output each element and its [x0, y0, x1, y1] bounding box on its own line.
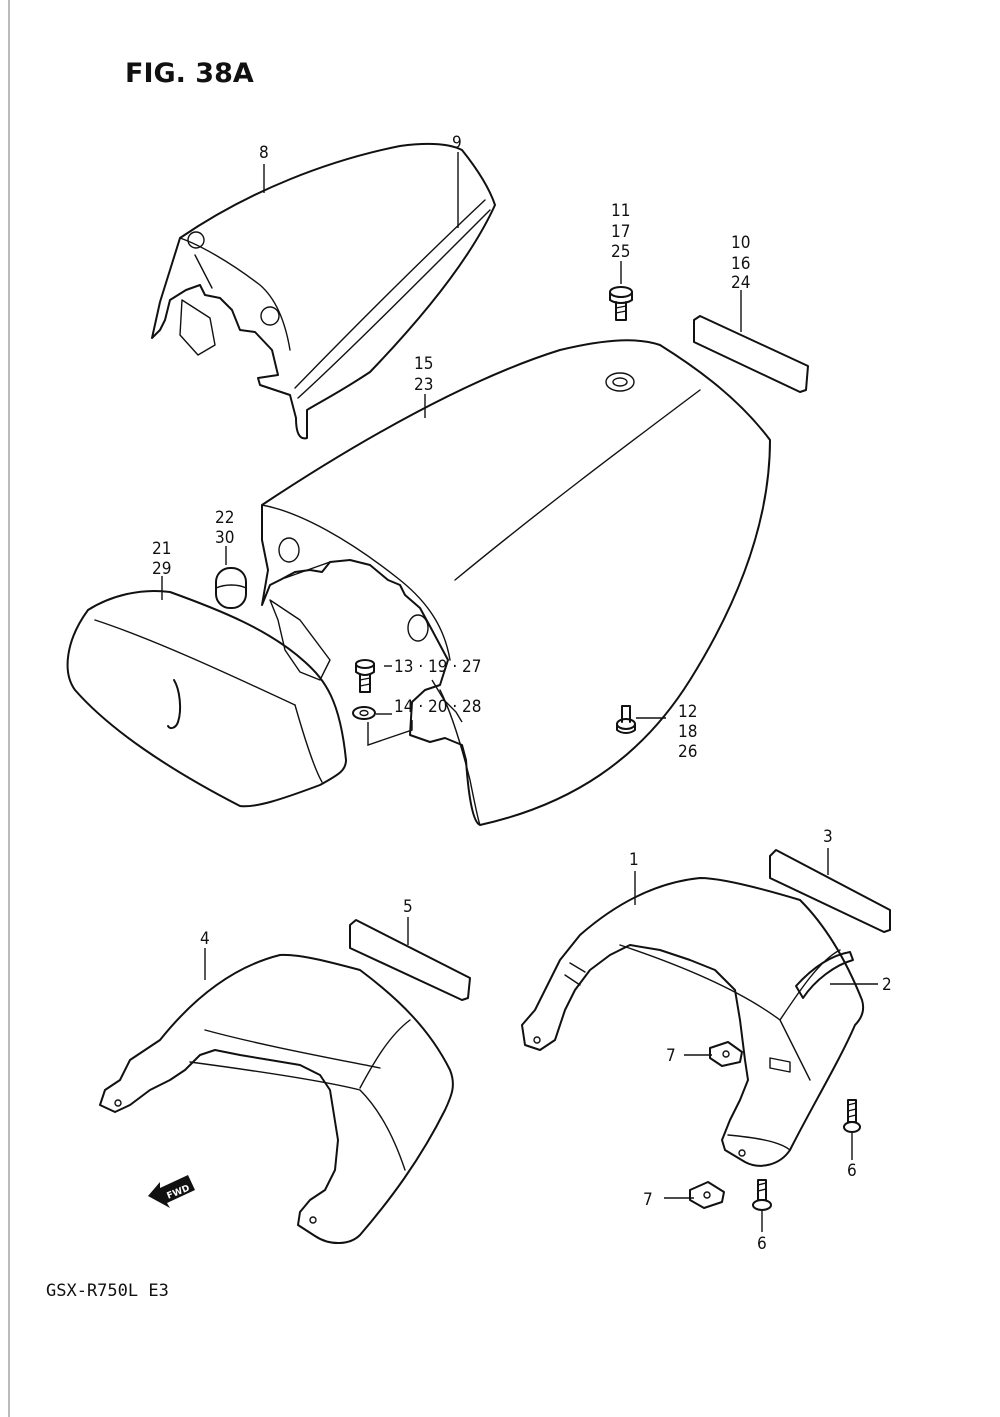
callout-17: 17: [611, 222, 630, 242]
tail-lamp-part-21: [66, 589, 347, 808]
callout-25: 25: [611, 242, 630, 262]
screw-part-12: [616, 705, 636, 734]
clip-nut-part-7-upper: [709, 1041, 743, 1067]
callout-18: 18: [678, 722, 697, 742]
callout-5: 5: [403, 897, 413, 917]
callout-22: 22: [215, 508, 234, 528]
clip-nut-part-7-lower: [689, 1181, 725, 1209]
callout-6-right: 6: [847, 1161, 857, 1181]
bolt-part-11: [609, 286, 633, 321]
callout-21: 21: [152, 539, 171, 559]
callout-26: 26: [678, 742, 697, 762]
callout-15: 15: [414, 354, 433, 374]
model-code: GSX-R750L E3: [46, 1281, 169, 1301]
rear-fender-part-1: [521, 877, 865, 1167]
callout-10: 10: [731, 233, 750, 253]
callout-30: 30: [215, 528, 234, 548]
callouts: 8 9 11 17 25 10 16 24 15 23 22 30 21 29 …: [152, 133, 892, 1254]
emblem-part-3: [769, 849, 891, 933]
grommet-part-22: [215, 567, 247, 609]
bolt-part-13: [355, 659, 375, 693]
callout-8: 8: [259, 143, 269, 163]
callout-24: 24: [731, 273, 750, 293]
seat-tail-cover-part-15: [261, 339, 771, 826]
callout-16: 16: [731, 254, 750, 274]
callout-29: 29: [152, 559, 171, 579]
callout-11: 11: [611, 201, 630, 221]
callout-6-lower: 6: [757, 1234, 767, 1254]
figure-title: FIG. 38A: [125, 58, 254, 89]
emblem-part-5: [349, 919, 471, 1001]
seal-part-2: [795, 951, 854, 999]
leader-lines: [161, 152, 878, 1232]
callout-3: 3: [823, 827, 833, 847]
rear-fender-part-4: [99, 953, 454, 1244]
callout-23: 23: [414, 375, 433, 395]
callout-7-upper: 7: [666, 1046, 676, 1066]
forward-arrow-icon: FWD: [148, 1175, 195, 1208]
callout-1: 1: [629, 850, 639, 870]
seat-cowl-part-8: [151, 142, 496, 440]
screw-part-6-lower: [752, 1179, 772, 1211]
callout-4: 4: [200, 929, 210, 949]
callout-7-lower: 7: [643, 1190, 653, 1210]
washer-part-14: [352, 706, 376, 720]
callout-13-19-27: 13 · 19 · 27: [394, 657, 482, 677]
callout-12: 12: [678, 702, 697, 722]
callout-9: 9: [452, 133, 462, 153]
emblem-part-10: [693, 315, 809, 393]
callout-14-20-28: 14 · 20 · 28: [394, 697, 482, 717]
callout-2: 2: [882, 975, 892, 995]
screw-part-6-right: [843, 1099, 861, 1133]
